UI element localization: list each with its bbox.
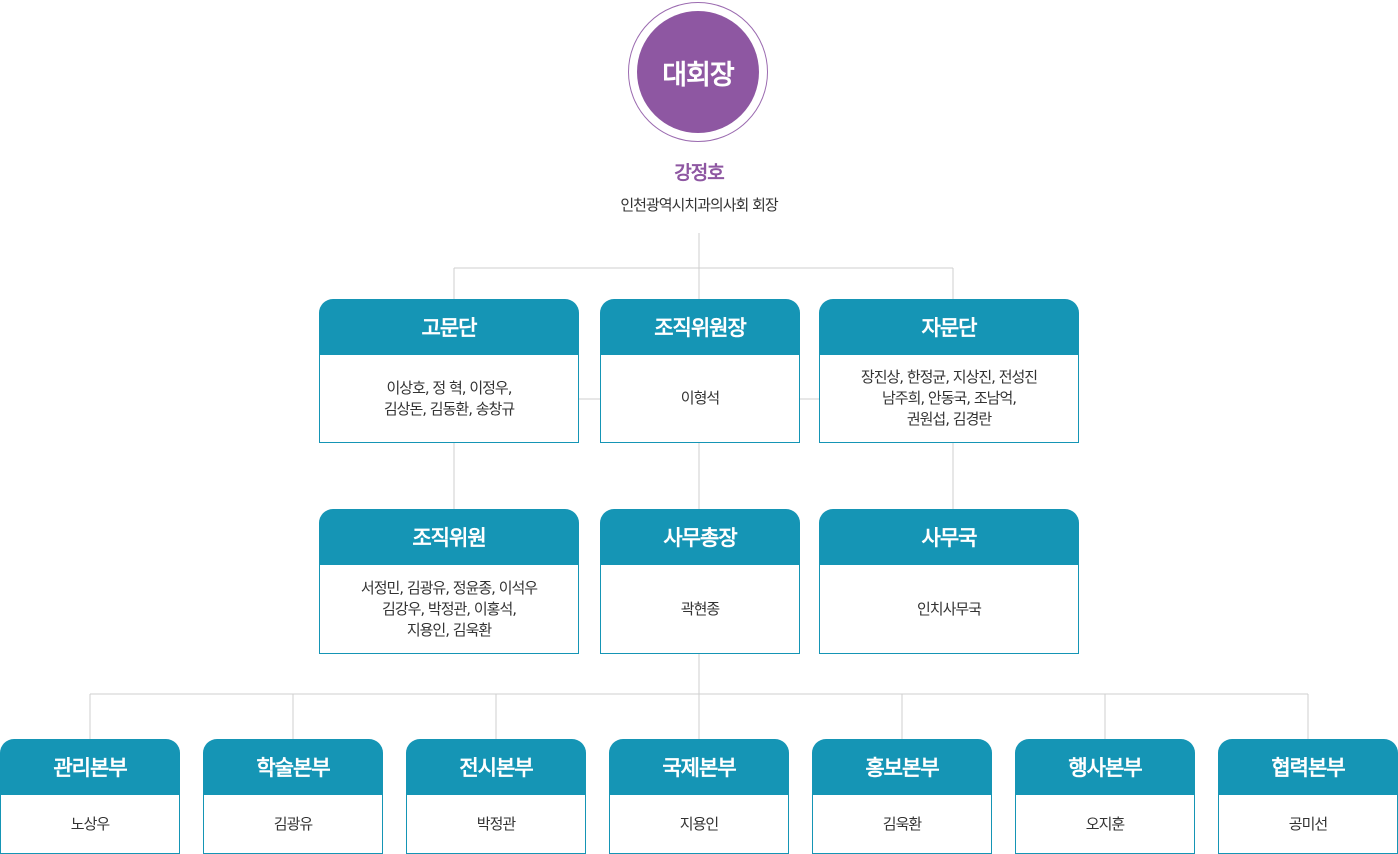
member-list: 오지훈 <box>1085 814 1125 833</box>
box-body: 이상호, 정 혁, 이정우, 김상돈, 김동환, 송창규 <box>319 355 579 443</box>
box-body: 박정관 <box>406 795 586 854</box>
member-list: 노상우 <box>70 814 110 833</box>
division-box-academic: 학술본부 김광유 <box>203 739 383 854</box>
box-header: 홍보본부 <box>812 739 992 795</box>
box-header: 자문단 <box>819 299 1079 355</box>
box-body: 노상우 <box>0 795 180 854</box>
division-box-exhibition: 전시본부 박정관 <box>406 739 586 854</box>
box-header: 국제본부 <box>609 739 789 795</box>
division-box-pr: 홍보본부 김욱환 <box>812 739 992 854</box>
committee-chair-box: 조직위원장 이형석 <box>600 299 800 443</box>
member-list: 김욱환 <box>882 814 922 833</box>
box-body: 지용인 <box>609 795 789 854</box>
chairman-circle: 대회장 <box>637 11 759 133</box>
chairman-title: 인천광역시치과의사회 회장 <box>620 196 778 214</box>
box-header: 고문단 <box>319 299 579 355</box>
box-header: 협력본부 <box>1218 739 1398 795</box>
box-header: 학술본부 <box>203 739 383 795</box>
box-body: 김욱환 <box>812 795 992 854</box>
member-list: 이형석 <box>680 389 720 407</box>
box-header: 전시본부 <box>406 739 586 795</box>
chairman-role: 대회장 <box>662 59 735 91</box>
box-body: 인치사무국 <box>819 565 1079 654</box>
secretary-general-box: 사무총장 곽현종 <box>600 509 800 654</box>
box-body: 장진상, 한정균, 지상진, 전성진 남주희, 안동국, 조남억, 권원섭, 김… <box>819 355 1079 443</box>
box-body: 공미선 <box>1218 795 1398 854</box>
chairman-ring <box>628 2 768 142</box>
box-header: 사무국 <box>819 509 1079 565</box>
division-box-international: 국제본부 지용인 <box>609 739 789 854</box>
consulting-group-box: 자문단 장진상, 한정균, 지상진, 전성진 남주희, 안동국, 조남억, 권원… <box>819 299 1079 443</box>
box-body: 곽현종 <box>600 565 800 654</box>
division-box-cooperation: 협력본부 공미선 <box>1218 739 1398 854</box>
division-box-events: 행사본부 오지훈 <box>1015 739 1195 854</box>
box-header: 조직위원장 <box>600 299 800 355</box>
box-header: 조직위원 <box>319 509 579 565</box>
box-body: 이형석 <box>600 355 800 443</box>
box-body: 오지훈 <box>1015 795 1195 854</box>
division-box-management: 관리본부 노상우 <box>0 739 180 854</box>
member-list: 공미선 <box>1288 814 1328 833</box>
secretariat-box: 사무국 인치사무국 <box>819 509 1079 654</box>
member-list: 김광유 <box>273 814 313 833</box>
member-list: 곽현종 <box>680 599 720 618</box>
box-header: 관리본부 <box>0 739 180 795</box>
box-header: 행사본부 <box>1015 739 1195 795</box>
chairman-name: 강정호 <box>674 162 724 184</box>
box-body: 서정민, 김광유, 정윤종, 이석우 김강우, 박정관, 이홍석, 지용인, 김… <box>319 565 579 654</box>
member-list: 지용인 <box>679 814 719 833</box>
member-list: 이상호, 정 혁, 이정우, 김상돈, 김동환, 송창규 <box>383 378 515 418</box>
committee-members-box: 조직위원 서정민, 김광유, 정윤종, 이석우 김강우, 박정관, 이홍석, 지… <box>319 509 579 654</box>
member-list: 박정관 <box>476 814 516 833</box>
box-body: 김광유 <box>203 795 383 854</box>
member-list: 서정민, 김광유, 정윤종, 이석우 김강우, 박정관, 이홍석, 지용인, 김… <box>360 578 538 639</box>
member-list: 인치사무국 <box>916 599 982 618</box>
box-header: 사무총장 <box>600 509 800 565</box>
member-list: 장진상, 한정균, 지상진, 전성진 남주희, 안동국, 조남억, 권원섭, 김… <box>860 368 1038 428</box>
advisory-group-box: 고문단 이상호, 정 혁, 이정우, 김상돈, 김동환, 송창규 <box>319 299 579 443</box>
